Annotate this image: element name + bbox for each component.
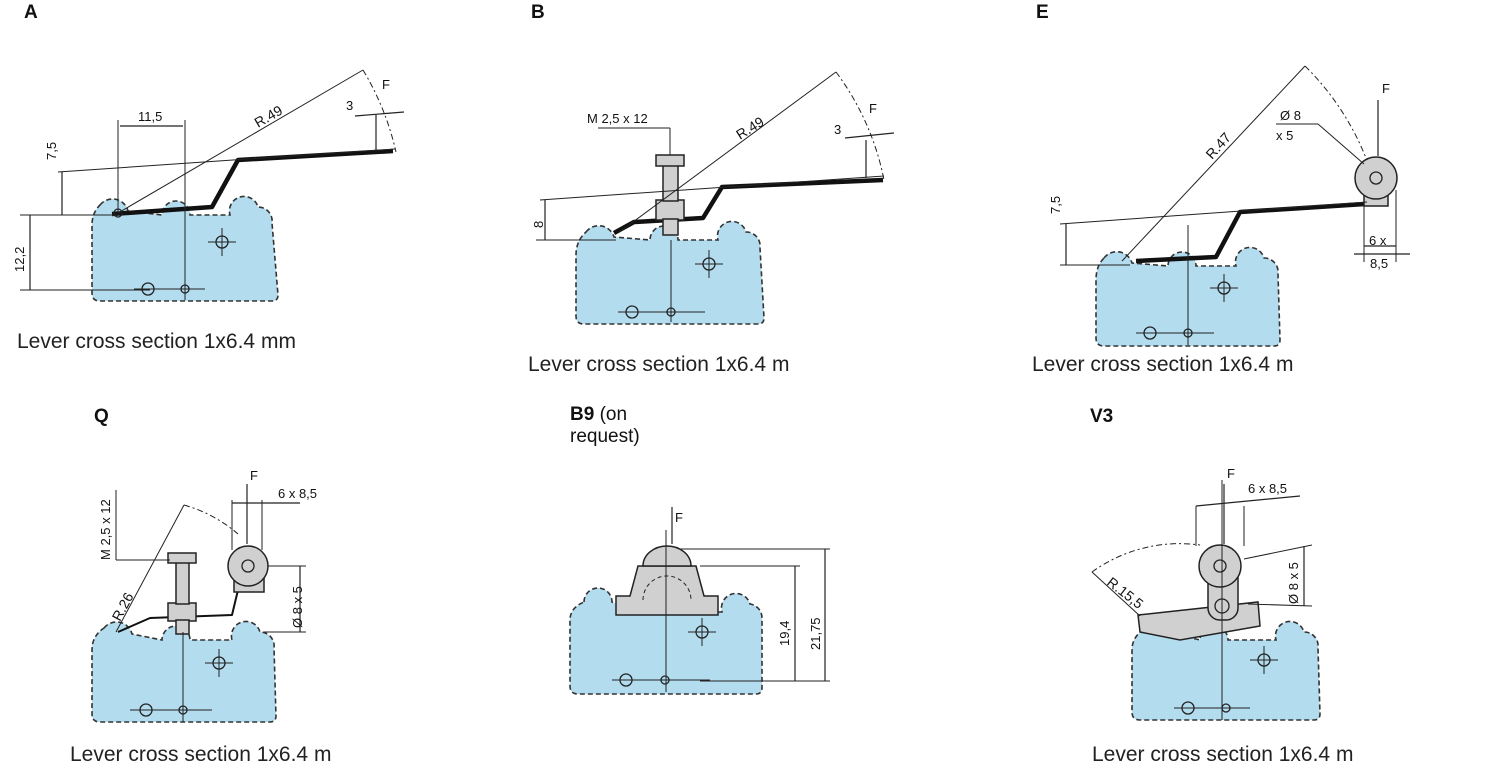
force-label: F [675,510,683,525]
panel-b-caption: Lever cross section 1x6.4 m [528,353,790,376]
panel-v3-title: V3 [1090,406,1114,427]
dim-label: 3 [834,122,841,137]
panel-a-caption: Lever cross section 1x6.4 mm [17,330,296,353]
dim-label: 11,5 [138,109,162,124]
roller-lever [1137,601,1261,641]
force-label: F [869,101,877,116]
dim-label: Ø 8 [1280,108,1301,123]
roller-axle [241,559,255,573]
lever [111,148,394,217]
lever [1135,201,1366,264]
panel-a-title: A [24,2,38,23]
roller-axle [1213,559,1227,573]
dim-label: 12,2 [12,247,27,272]
switch-body [1131,620,1321,721]
plunger-housing [615,565,719,616]
dim-label: 19,4 [777,621,792,646]
dim-label: 8,5 [1370,256,1388,271]
force-label: F [382,77,390,92]
dim-label: M 2,5 x 12 [587,111,648,126]
roller-axle [1369,171,1383,185]
panel-q-title: Q [94,406,109,427]
dim-label: x 5 [1276,128,1293,143]
dim-label: 7,5 [1048,196,1063,214]
switch-body [91,620,277,723]
dim-label: 3 [346,98,353,113]
panel-b9-code: B9 [570,404,595,425]
panel-e-caption: Lever cross section 1x6.4 m [1032,353,1294,376]
dim-label: 6 x [1369,233,1387,248]
dim-label: M 2,5 x 12 [98,499,113,560]
force-label: F [1227,466,1235,481]
dim-label: 21,75 [808,617,823,650]
force-label: F [250,468,258,483]
panel-q-caption: Lever cross section 1x6.4 m [70,743,332,766]
force-label: F [1382,81,1390,96]
dim-label: 7,5 [44,142,59,160]
dim-label: Ø 8 x 5 [1286,562,1301,604]
panel-b-title: B [531,2,545,23]
roller [1354,156,1398,200]
dim-label: R.15,5 [1104,574,1147,612]
dim-label: Ø 8 x 5 [290,586,305,628]
panel-e-title: E [1036,2,1049,23]
roller [1198,544,1242,588]
panel-v3-caption: Lever cross section 1x6.4 m [1092,743,1354,766]
switch-body [575,220,765,325]
dim-label: 8 [531,221,546,228]
screw-head [167,552,197,564]
dim-label: 6 x 8,5 [1248,481,1287,496]
panel-b9-note: (on request) [570,404,640,447]
dim-label: 6 x 8,5 [278,486,317,501]
screw-tip [662,218,679,236]
panel-b9-title: B9 (on request) [570,404,640,448]
plunger-dome [642,545,692,567]
